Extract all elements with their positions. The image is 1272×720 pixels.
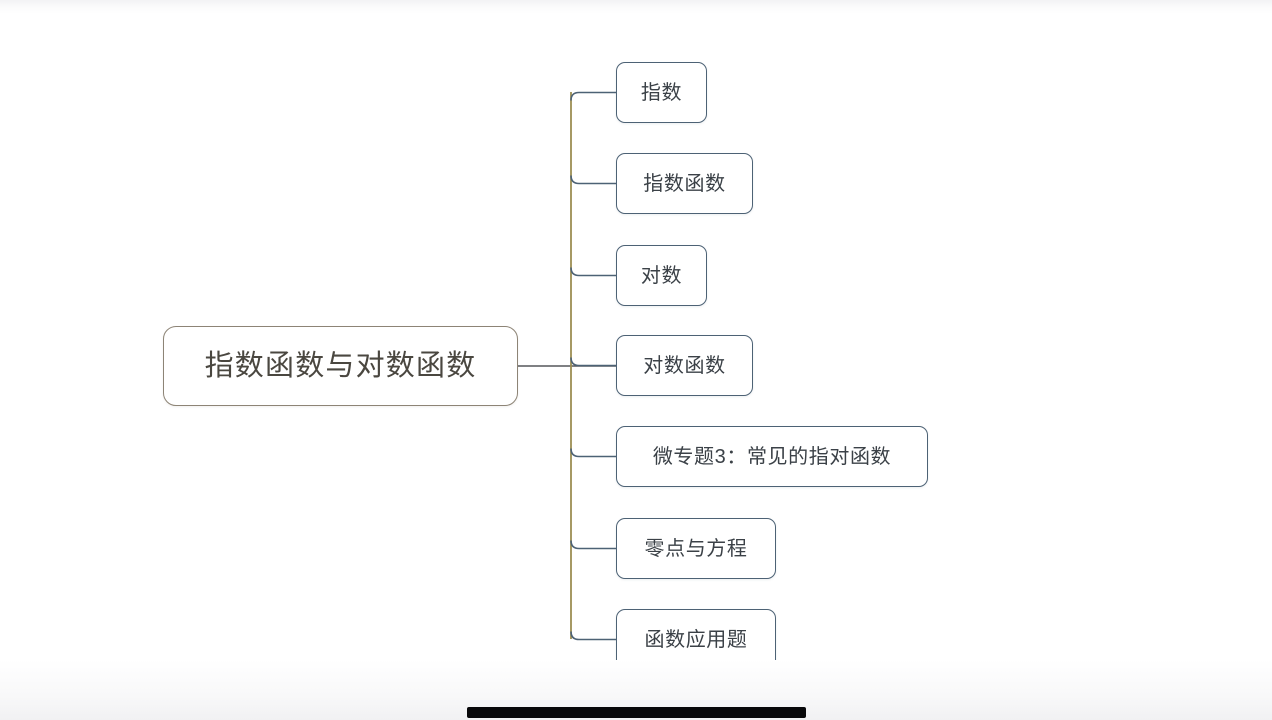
- mindmap-node-weizhuanti-3[interactable]: 微专题3：常见的指对函数: [616, 426, 928, 487]
- mindmap-node-duishu-hanshu[interactable]: 对数函数: [616, 335, 753, 396]
- mindmap-node-label: 函数应用题: [644, 628, 748, 651]
- wire-branch-1: [570, 91, 616, 101]
- wire-branch-2: [570, 175, 616, 185]
- wire-branch-4: [570, 357, 616, 367]
- mindmap-node-zhishu[interactable]: 指数: [616, 62, 707, 123]
- wire-branch-3: [570, 267, 616, 277]
- mindmap-node-label: 对数: [640, 264, 683, 287]
- mindmap-node-label: 零点与方程: [644, 537, 748, 560]
- mindmap-node-hanshu-yingyongti[interactable]: 函数应用题: [616, 609, 776, 670]
- mindmap-node-label: 指数函数: [643, 172, 726, 195]
- wire-branch-6: [570, 540, 616, 550]
- wire-branch-5: [570, 448, 616, 458]
- wire-branch-7: [570, 631, 616, 641]
- mindmap-node-lingdian-yu-fangcheng[interactable]: 零点与方程: [616, 518, 776, 579]
- mindmap-node-zhishu-hanshu[interactable]: 指数函数: [616, 153, 753, 214]
- mindmap-node-label: 对数函数: [643, 354, 726, 377]
- mindmap-node-label: 微专题3：常见的指对函数: [652, 445, 892, 468]
- mindmap-root-node[interactable]: 指数函数与对数函数: [163, 326, 518, 406]
- mindmap-node-label: 指数: [640, 81, 683, 104]
- video-progress-bar[interactable]: [467, 707, 806, 718]
- mindmap-node-duishu[interactable]: 对数: [616, 245, 707, 306]
- mindmap-root-label: 指数函数与对数函数: [204, 349, 477, 382]
